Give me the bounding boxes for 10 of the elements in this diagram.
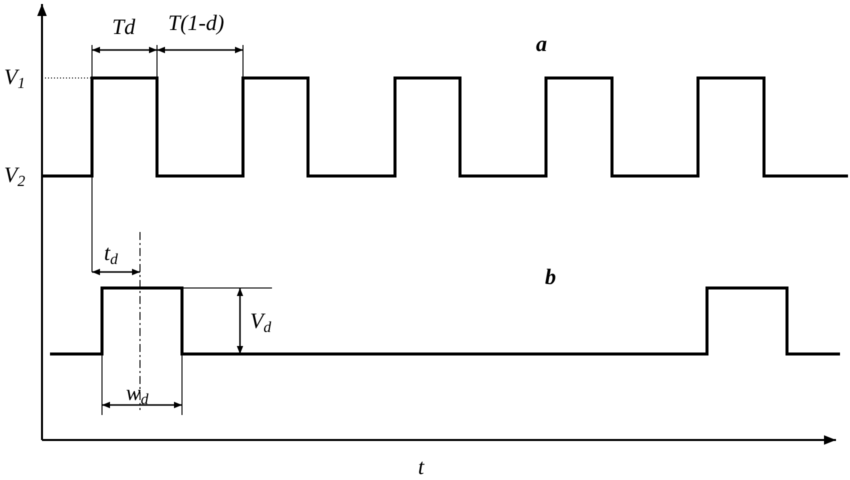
level-label: V$_{2}$	[4, 164, 26, 190]
dimension-label: Td	[112, 16, 136, 38]
level-label: V$_{1}$	[4, 66, 26, 92]
panel-label: b	[545, 266, 556, 288]
dimension-label: T(1-d)	[168, 12, 224, 34]
dimension-label: t$_{d}$	[104, 242, 118, 268]
dimension-label: w$_{d}$	[126, 382, 148, 408]
axis-label: t	[418, 456, 424, 478]
panel-label: a	[536, 33, 547, 55]
dimension-label: V$_{d}$	[250, 310, 272, 336]
